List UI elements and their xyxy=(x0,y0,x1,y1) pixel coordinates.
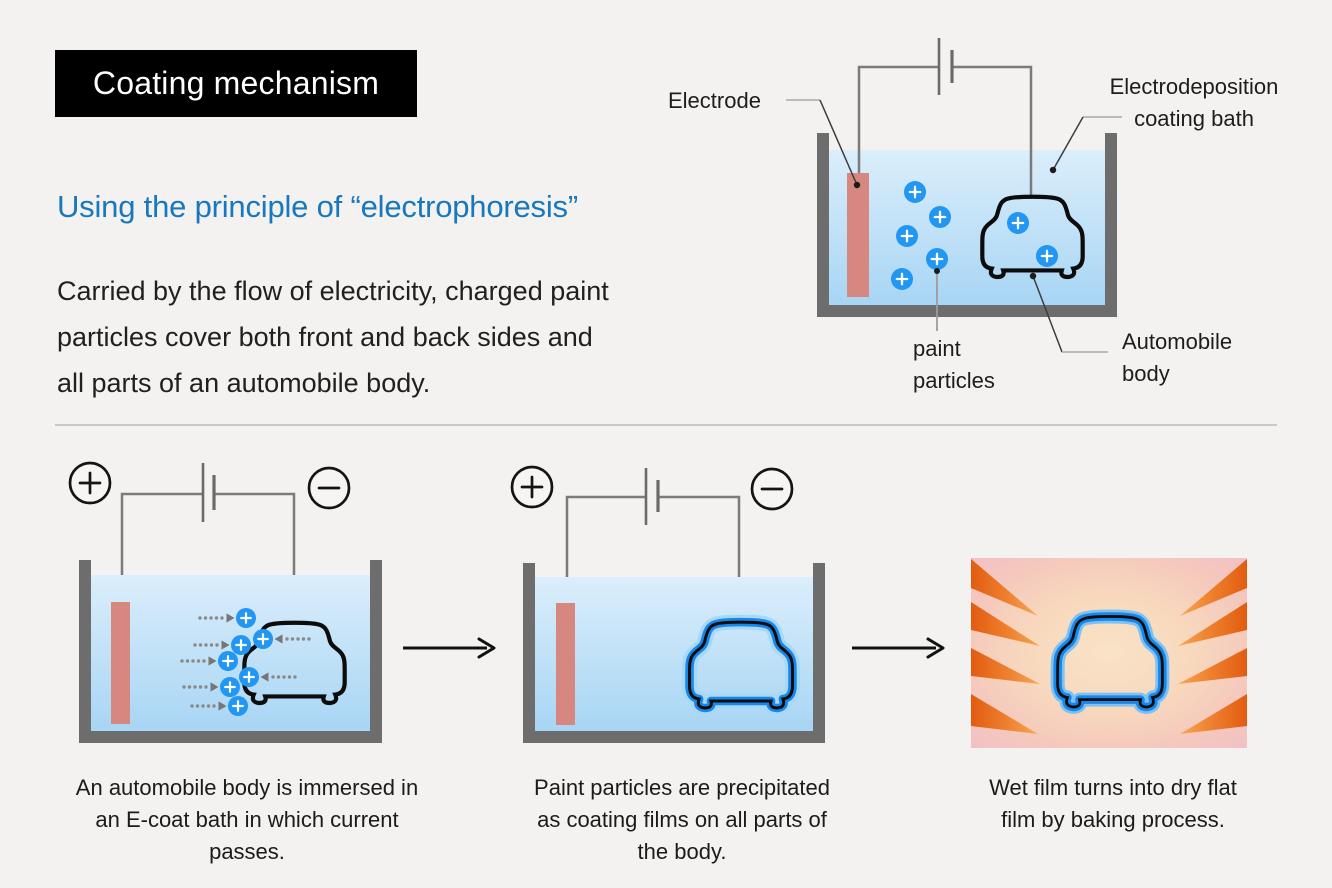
wire xyxy=(857,65,1033,197)
heat-ray-icon xyxy=(1180,694,1247,734)
subtitle: Using the principle of “electrophoresis” xyxy=(57,189,578,224)
negative-terminal-icon xyxy=(307,466,351,510)
title-box: Coating mechanism xyxy=(55,50,417,117)
paint-particle xyxy=(927,204,953,230)
automobile-body-outline xyxy=(982,197,1082,277)
paint-particle xyxy=(229,633,253,657)
paint-particle xyxy=(889,266,915,292)
baking-oven xyxy=(971,558,1247,748)
automobile-body-outline xyxy=(1058,616,1163,707)
coating-bath-tank xyxy=(817,133,1117,317)
heat-ray-icon xyxy=(971,694,1038,734)
automobile-body-outline xyxy=(690,622,793,708)
battery-icon xyxy=(937,38,954,95)
battery-icon xyxy=(644,468,660,525)
step3-caption: Wet film turns into dry flat film by bak… xyxy=(989,775,1237,832)
electrode-label: Electrode xyxy=(668,88,761,113)
page-title: Coating mechanism xyxy=(92,65,380,101)
coated-automobile-body xyxy=(1058,616,1163,707)
heat-ray-icon xyxy=(971,648,1040,684)
label-line-electrode xyxy=(786,99,861,189)
section-divider xyxy=(55,424,1277,426)
electrode-bar xyxy=(847,173,869,297)
step2-diagram xyxy=(510,465,825,743)
bath-label: Electrodeposition coating bath xyxy=(1109,74,1279,131)
paint-particle xyxy=(234,606,258,630)
label-line-paint-particles xyxy=(934,268,940,331)
positive-terminal-icon xyxy=(68,461,112,505)
heat-ray-icon xyxy=(1180,559,1247,616)
step2-caption: Paint particles are precipitated as coat… xyxy=(534,775,830,864)
heat-ray-icon xyxy=(971,559,1038,616)
intro-line: Carried by the flow of electricity, char… xyxy=(57,276,609,306)
label-line-automobile-body xyxy=(1029,272,1108,353)
step1-caption: An automobile body is immersed in an E-c… xyxy=(75,775,419,864)
intro-line: all parts of an automobile body. xyxy=(57,368,431,398)
intro-line: particles cover both front and back side… xyxy=(57,322,593,352)
label-line-bath xyxy=(1049,116,1122,174)
step1-diagram xyxy=(68,461,382,743)
negative-terminal-icon xyxy=(750,467,794,511)
bath-liquid xyxy=(828,150,1106,307)
paint-particle xyxy=(1034,243,1060,269)
paint-particle xyxy=(1005,210,1031,236)
positive-terminal-icon xyxy=(510,465,554,509)
step-arrow-icon xyxy=(852,637,945,659)
paint-particle xyxy=(894,223,920,249)
paint-particle xyxy=(226,694,250,718)
paint-particle xyxy=(251,627,275,651)
electrode-bar xyxy=(556,603,575,725)
process-steps-diagram xyxy=(68,461,1247,748)
battery-icon xyxy=(201,463,216,522)
paint-particle xyxy=(216,649,240,673)
heat-ray-icon xyxy=(1178,648,1247,684)
paint-particle xyxy=(924,246,950,272)
paint-particles-label: paint particles xyxy=(913,336,995,393)
step-arrow-icon xyxy=(403,637,496,659)
electrodeposition-bath-diagram xyxy=(786,38,1122,353)
step3-diagram xyxy=(971,558,1247,748)
paint-particle xyxy=(237,665,261,689)
coated-automobile-body xyxy=(690,622,793,708)
heat-ray-icon xyxy=(971,602,1040,646)
paint-particle xyxy=(902,179,928,205)
heat-ray-icon xyxy=(1178,602,1247,646)
heat-rays-group xyxy=(971,559,1247,734)
electrode-bar xyxy=(111,602,130,724)
intro-text: Carried by the flow of electricity, char… xyxy=(57,268,609,406)
paint-particle xyxy=(218,675,242,699)
automobile-body-label: Automobile body xyxy=(1122,329,1233,386)
automobile-body-outline xyxy=(244,623,344,703)
